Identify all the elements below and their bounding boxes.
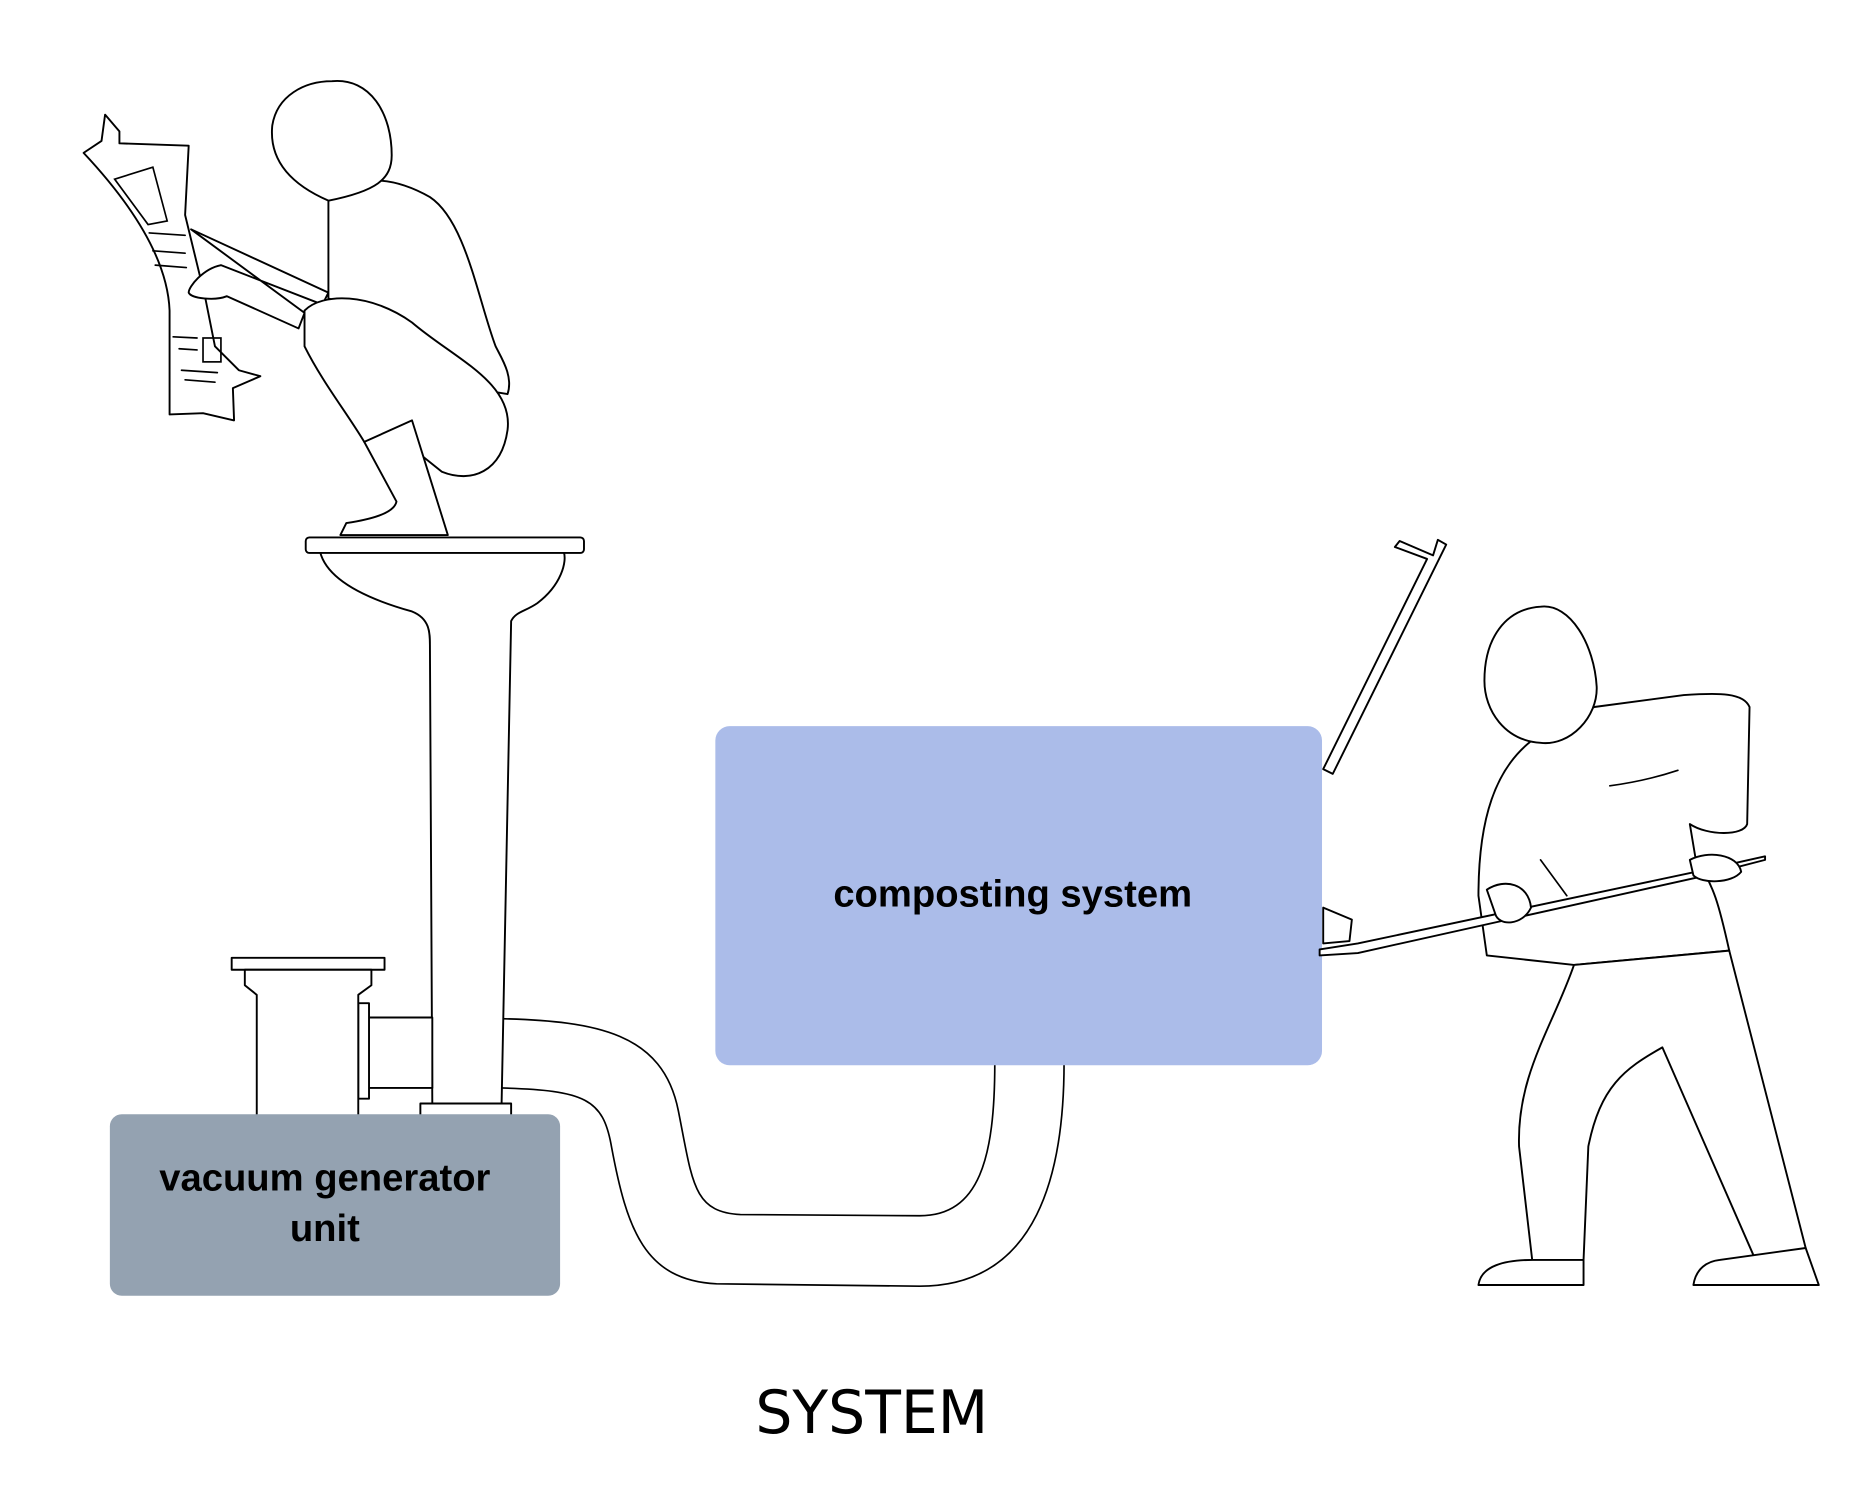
hand [1485, 882, 1532, 924]
rake-head [1322, 906, 1353, 945]
vacuum-generator-unit: vacuum generator unit [109, 1114, 561, 1296]
connecting-pipe [500, 1017, 1065, 1288]
legs [1518, 949, 1807, 1261]
diagram-title: SYSTEM [755, 1379, 988, 1448]
hand [1688, 853, 1743, 883]
person-raking [1318, 538, 1820, 1286]
left-shoe [1477, 1258, 1585, 1286]
composting-box [715, 726, 1323, 1066]
head [271, 80, 393, 202]
vent-pipe [230, 956, 386, 1117]
rake [1322, 538, 1448, 775]
newspaper [82, 113, 262, 422]
legs [303, 297, 509, 478]
right-shoe [1692, 1247, 1820, 1286]
toilet-pedestal [304, 536, 585, 1117]
vacuum-label-line1: vacuum generator [159, 1157, 490, 1200]
composting-label: composting system [833, 872, 1192, 915]
vacuum-box [109, 1114, 561, 1296]
composting-system: composting system [715, 726, 1323, 1066]
arms [187, 228, 330, 330]
vacuum-label-line2: unit [290, 1207, 360, 1250]
person-reading-newspaper [82, 80, 510, 536]
foot [339, 419, 449, 536]
rake-handle [1318, 855, 1767, 957]
head [1483, 605, 1598, 744]
